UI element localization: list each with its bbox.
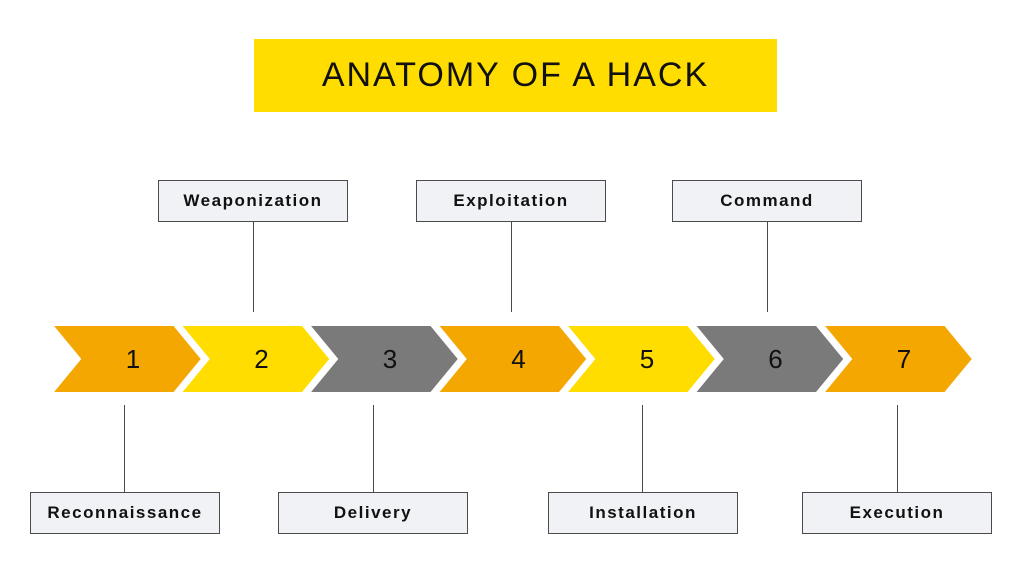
label-weaponization: Weaponization: [158, 180, 348, 222]
chevron-step-1: [49, 324, 204, 394]
label-delivery: Delivery: [278, 492, 468, 534]
chevron-step-4: [435, 324, 589, 394]
connector-execution: [897, 405, 898, 493]
step-number-4: 4: [511, 344, 525, 374]
connector-exploitation: [511, 222, 512, 312]
chevron-step-7: [820, 324, 975, 394]
connector-command: [767, 222, 768, 312]
label-reconnaissance: Reconnaissance: [30, 492, 220, 534]
connector-reconnaissance: [124, 405, 125, 493]
chevron-step-3: [306, 324, 461, 394]
diagram-title: ANATOMY OF A HACK: [321, 56, 710, 94]
step-number-1: 1: [126, 344, 140, 374]
chevron-step-5: [563, 324, 718, 394]
label-execution: Execution: [802, 492, 992, 534]
label-exploitation: Exploitation: [416, 180, 606, 222]
title-banner: ANATOMY OF A HACK: [254, 39, 777, 112]
connector-installation: [642, 405, 643, 493]
step-number-6: 6: [768, 344, 782, 374]
label-installation: Installation: [548, 492, 738, 534]
step-number-2: 2: [254, 344, 268, 374]
step-number-3: 3: [383, 344, 397, 374]
step-number-7: 7: [897, 344, 911, 374]
label-command: Command: [672, 180, 862, 222]
connector-weaponization: [253, 222, 254, 312]
chevron-step-6: [692, 324, 846, 394]
connector-delivery: [373, 405, 374, 493]
chevron-step-2: [178, 324, 332, 394]
step-number-5: 5: [640, 344, 654, 374]
